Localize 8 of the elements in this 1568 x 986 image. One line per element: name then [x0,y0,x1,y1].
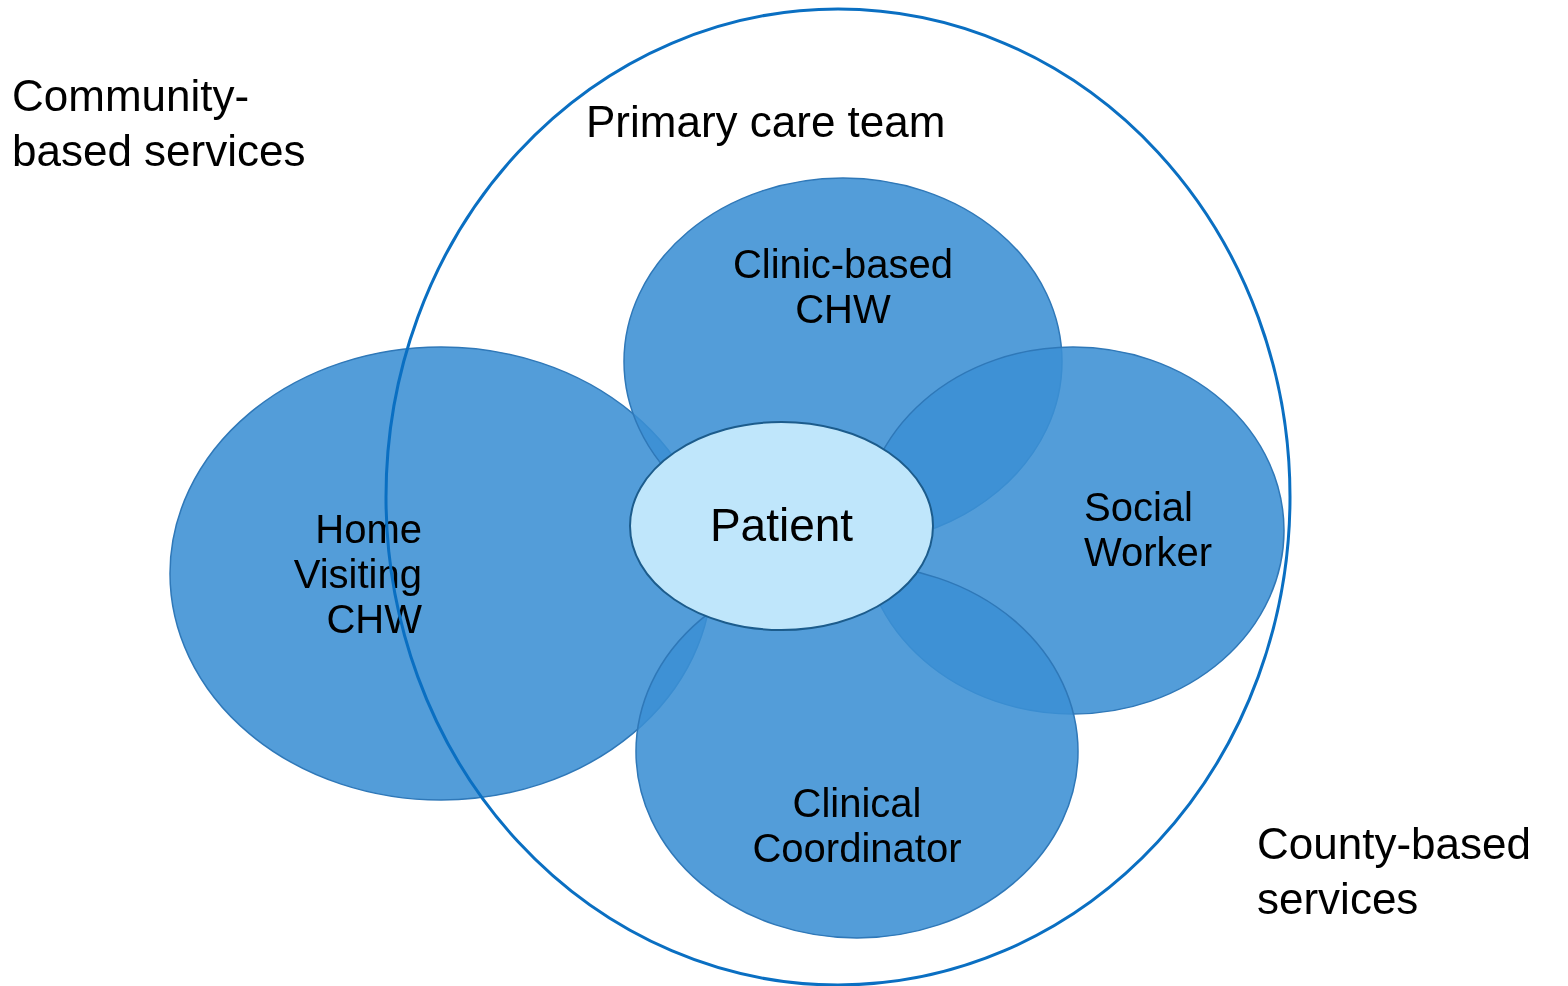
node-label: Primary care team [586,97,947,147]
region-label: Community-based services [12,70,307,178]
node-label: Patient [708,500,855,552]
node-label: Clinic-based CHW [731,242,955,332]
node-label: Social Worker [1084,485,1214,575]
region-label: County-based services [1257,818,1532,926]
node-label: Home Visiting CHW [292,507,422,642]
node-label: Clinical Coordinator [751,781,963,871]
